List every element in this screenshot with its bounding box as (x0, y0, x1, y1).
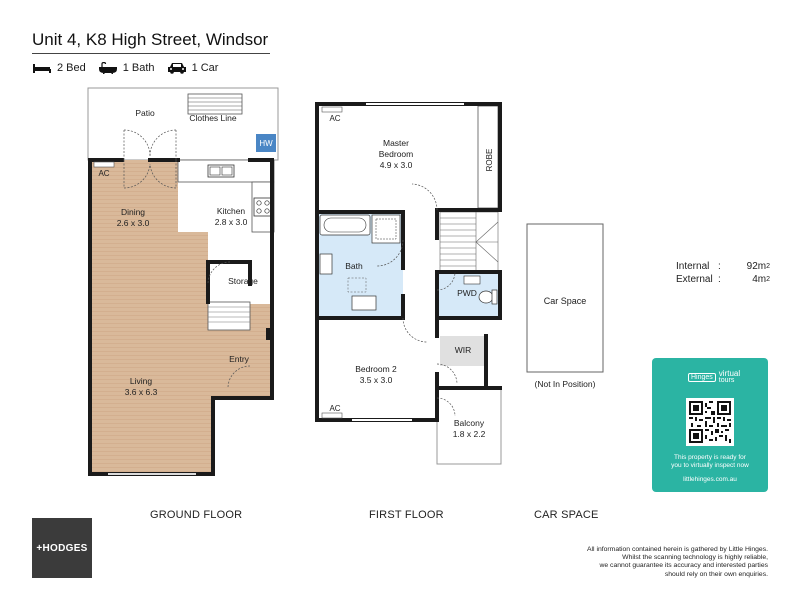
qr-code-icon[interactable] (686, 398, 734, 446)
car-space-box (526, 223, 604, 373)
external-area-separator: : (718, 274, 721, 285)
internal-area-value: 92m2 (746, 261, 770, 272)
ground-floor-wood-area (90, 160, 272, 474)
hw-label: HW (259, 139, 273, 148)
virtual-tour-url[interactable]: littlehinges.com.au (683, 476, 737, 483)
balcony-size: 1.8 x 2.2 (453, 429, 486, 439)
external-area-value: 4m2 (752, 274, 770, 285)
feature-bath: 1 Bath (98, 62, 155, 74)
ground-floor-plan: Patio Clothes Line HW (87, 87, 279, 476)
first-ac-top-unit (321, 106, 343, 113)
first-ac-bottom-unit (321, 412, 343, 419)
robe-label: ROBE (485, 149, 494, 172)
first-ac-top-label: AC (329, 114, 340, 123)
dining-size: 2.6 x 3.0 (117, 218, 150, 228)
shower-icon (371, 214, 401, 244)
hot-water-unit (256, 134, 276, 152)
dining-label: Dining (121, 207, 145, 217)
first-floor-label: FIRST FLOOR (369, 509, 444, 521)
feature-car-label: 1 Car (191, 62, 219, 74)
kitchen-size: 2.8 x 3.0 (215, 217, 248, 227)
pwd-basin-icon (463, 275, 481, 285)
patio-label: Patio (135, 108, 155, 118)
internal-area-separator: : (718, 261, 721, 272)
toilet-icon (478, 289, 498, 305)
patio-area (87, 87, 279, 161)
storage-label: Storage (228, 276, 258, 286)
bath-label: Bath (345, 261, 363, 271)
virtual-tour-badge: Hinges virtual tours (688, 370, 740, 384)
ground-stairs (207, 301, 251, 331)
feature-car: 1 Car (167, 62, 219, 74)
bedroom2-size: 3.5 x 3.0 (360, 375, 393, 385)
ground-ac-label: AC (98, 169, 109, 178)
living-size: 3.6 x 6.3 (125, 387, 158, 397)
car-icon (167, 63, 186, 74)
bath-vanity-icon (319, 253, 333, 275)
first-doors (376, 183, 458, 417)
wir-shelf (440, 336, 484, 366)
virtual-tours-wordmark: virtual tours (718, 369, 741, 385)
first-ac-bottom-label: AC (329, 404, 340, 413)
bath-mat (347, 277, 367, 293)
balcony-area (436, 387, 502, 465)
virtual-tour-message: This property is ready for you to virtua… (671, 454, 749, 469)
property-features: 2 Bed 1 Bath 1 Car (32, 62, 230, 74)
cooktop-icon (253, 197, 273, 217)
bed-icon (33, 64, 51, 73)
clothes-line (187, 93, 243, 115)
ground-doors (123, 129, 251, 389)
first-floor-windows (352, 103, 464, 421)
car-space-floor-label: CAR SPACE (534, 509, 599, 521)
hodges-logo: +HODGES (32, 518, 92, 578)
car-space-plan: Car Space (Not In Position) (526, 223, 604, 389)
sink-icon (207, 164, 235, 178)
bath-basin-icon (351, 295, 377, 311)
car-space-note: (Not In Position) (535, 379, 596, 389)
master-size: 4.9 x 3.0 (380, 160, 413, 170)
master-label-1: Master (383, 138, 409, 148)
clothes-line-label: Clothes Line (189, 113, 237, 123)
living-label: Living (130, 376, 152, 386)
bedroom2-label: Bedroom 2 (355, 364, 397, 374)
car-space-label: Car Space (544, 296, 587, 306)
title-divider (32, 53, 270, 54)
kitchen-label: Kitchen (217, 206, 246, 216)
internal-area-row: Internal : 92m2 (676, 260, 770, 273)
entry-label: Entry (229, 354, 250, 364)
balcony-label: Balcony (454, 418, 485, 428)
area-summary: Internal : 92m2 External : 4m2 (676, 260, 770, 286)
internal-area-label: Internal (676, 261, 710, 272)
feature-bed: 2 Bed (32, 62, 86, 74)
feature-bed-label: 2 Bed (57, 62, 86, 74)
bathtub-icon (319, 214, 371, 236)
master-label-2: Bedroom (379, 149, 414, 159)
hinges-logo: Hinges (688, 372, 716, 382)
storage-area (208, 264, 250, 302)
feature-bath-label: 1 Bath (122, 62, 155, 74)
first-floor-plan: AC Master Bedroom 4.9 x 3.0 ROBE Bath PW… (315, 102, 502, 465)
external-area-row: External : 4m2 (676, 273, 770, 286)
pwd-label: PWD (457, 288, 477, 298)
first-stairs (439, 211, 499, 273)
external-area-label: External (676, 274, 713, 285)
ground-ac-unit (93, 161, 115, 168)
property-title: Unit 4, K8 High Street, Windsor (32, 30, 269, 49)
disclaimer-text: All information contained herein is gath… (587, 546, 768, 578)
wir-label: WIR (455, 345, 472, 355)
ground-floor-label: GROUND FLOOR (150, 509, 243, 521)
entry-column (266, 328, 274, 340)
bath-icon (98, 62, 117, 74)
virtual-tour-card[interactable]: Hinges virtual tours (652, 358, 768, 492)
